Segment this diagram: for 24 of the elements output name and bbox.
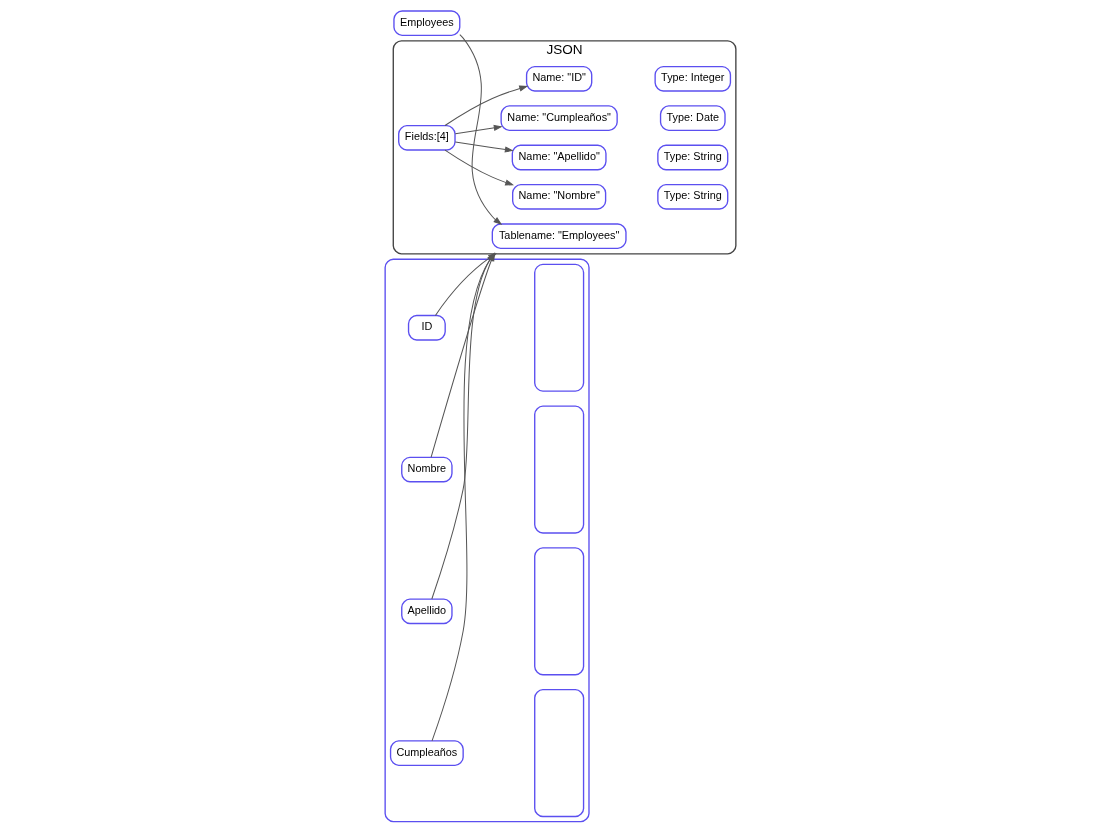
node-box: Name: "Apellido" — [511, 144, 607, 171]
node-box — [533, 263, 584, 392]
node-box — [533, 689, 584, 818]
node-box: Cumpleaños — [389, 740, 464, 766]
node-box: Type: String — [656, 144, 728, 171]
arrow — [454, 124, 503, 135]
node-box — [533, 547, 584, 676]
node-box: Fields:[4] — [397, 124, 456, 151]
node-box: Employees — [392, 10, 460, 37]
node-box: Type: Date — [659, 105, 726, 132]
node-box: Type: Integer — [653, 65, 731, 92]
arrow — [444, 149, 514, 186]
arrow — [444, 85, 528, 126]
node-box: Name: "Nombre" — [511, 183, 606, 210]
node-box: Nombre — [400, 456, 453, 483]
node-box — [533, 405, 584, 534]
node-box: ID — [407, 314, 446, 341]
arrow — [454, 141, 514, 153]
node-box: Name: "Cumpleaños" — [499, 105, 618, 132]
arrow — [458, 34, 502, 225]
node-box: Name: "ID" — [525, 65, 592, 92]
node-box: Tablename: "Employees" — [491, 223, 627, 250]
node-box: Type: String — [656, 183, 728, 210]
node-box: Apellido — [400, 598, 453, 625]
